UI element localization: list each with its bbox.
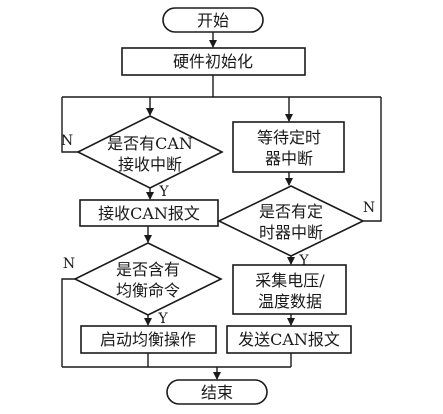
edge-label-balance-no: N [63, 256, 75, 272]
wait-timer-process [232, 121, 345, 173]
edge-label-balance-yes: Y [157, 311, 168, 327]
edge-balance-no [61, 278, 75, 367]
start-balance-process [80, 325, 217, 354]
edge-can-no [61, 97, 78, 153]
edge-label-timer-no: N [363, 200, 375, 216]
edge-label-can-yes: Y [158, 184, 169, 200]
balance-command-decision [73, 242, 223, 316]
collect-line1: 采集电压/ [255, 271, 325, 290]
receive-can-process [79, 199, 219, 227]
start-balance-label: 启动均衡操作 [100, 330, 196, 349]
collect-data-process [232, 264, 347, 315]
timer-check-line2: 时器中断 [259, 223, 323, 242]
init-label: 硬件初始化 [173, 52, 253, 71]
end-terminal [166, 379, 268, 405]
timer-interrupt-decision [217, 185, 365, 257]
end-label: 结束 [201, 383, 233, 402]
edge-label-can-no: N [61, 133, 73, 149]
wait-timer-line2: 器中断 [265, 149, 313, 168]
recv-can-label: 接收CAN报文 [98, 204, 200, 223]
send-can-label: 发送CAN报文 [238, 330, 340, 349]
wait-timer-line1: 等待定时 [257, 128, 321, 147]
edge-label-timer-yes: Y [298, 253, 309, 269]
balance-check-line2: 均衡命令 [116, 281, 180, 300]
edge-timer-no [363, 97, 382, 222]
timer-check-line1: 是否有定 [259, 202, 323, 221]
balance-check-line1: 是否含有 [116, 260, 180, 279]
start-label: 开始 [197, 11, 229, 30]
send-can-process [226, 325, 352, 354]
can-check-line2: 接收中断 [118, 155, 182, 174]
can-check-line1: 是否有CAN [107, 134, 193, 153]
init-process [121, 47, 306, 76]
collect-line2: 温度数据 [258, 292, 322, 311]
